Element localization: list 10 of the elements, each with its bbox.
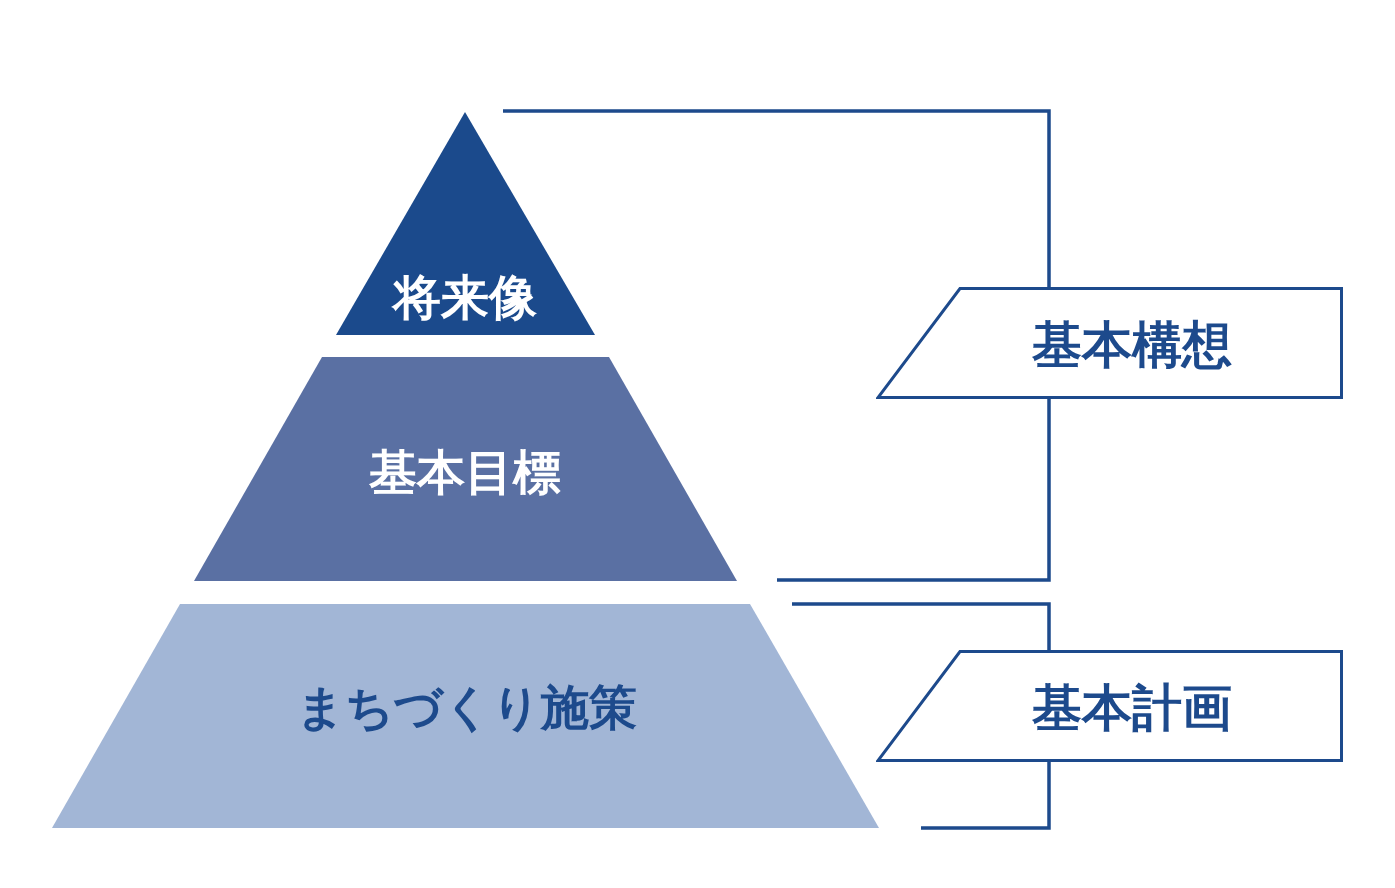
pyramid-bottom-tier — [52, 604, 879, 828]
tier-label: 基本目標 — [369, 443, 561, 502]
pyramid-middle-tier — [194, 357, 737, 581]
parallelogram-label-box — [876, 650, 1343, 762]
parallelogram-label-box — [876, 287, 1343, 399]
tier-label: 基本構想 — [1032, 314, 1232, 376]
tier-label: 基本計画 — [1032, 677, 1232, 739]
tier-label: 将来像 — [393, 268, 537, 327]
pyramid-top-tier — [336, 112, 595, 335]
tier-label: まちづくり施策 — [295, 678, 637, 737]
